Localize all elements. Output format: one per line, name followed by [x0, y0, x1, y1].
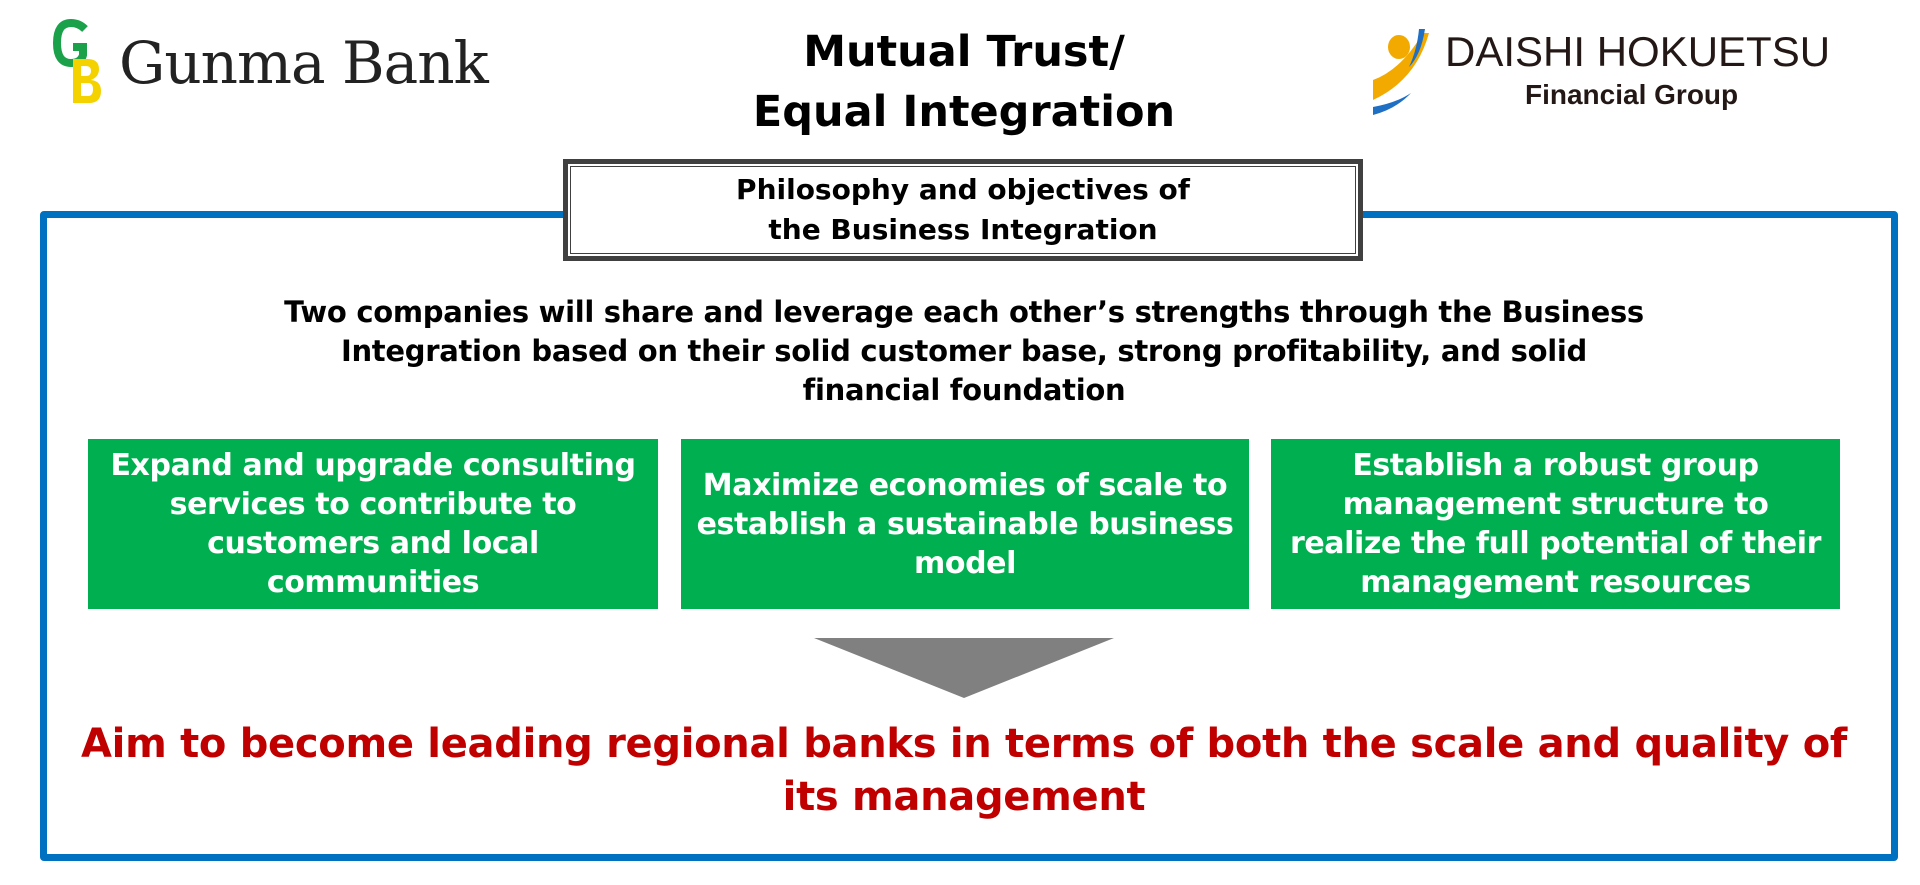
daishi-hokuetsu-logo: DAISHI HOKUETSU Financial Group	[1371, 22, 1891, 118]
title-line-1: Mutual Trust/	[803, 27, 1125, 77]
down-arrow-icon	[814, 638, 1114, 698]
summary-line-3: financial foundation	[802, 373, 1126, 407]
integration-summary: Two companies will share and leverage ea…	[200, 293, 1728, 410]
daishi-hokuetsu-name: DAISHI HOKUETSU	[1445, 28, 1831, 75]
gunma-bank-name: Gunma Bank	[119, 29, 489, 97]
gb-logo-mark-icon	[52, 19, 101, 103]
page-title: Mutual Trust/ Equal Integration	[664, 22, 1264, 142]
title-line-2: Equal Integration	[752, 87, 1176, 137]
philosophy-heading-box: Philosophy and objectives of the Busines…	[563, 159, 1363, 261]
philosophy-heading-line-2: the Business Integration	[768, 213, 1158, 246]
goal-statement: Aim to become leading regional banks in …	[81, 721, 1847, 820]
objective-consulting: Expand and upgrade consulting services t…	[88, 439, 658, 609]
summary-line-2: Integration based on their solid custome…	[340, 334, 1588, 368]
philosophy-heading-line-1: Philosophy and objectives of	[736, 173, 1190, 206]
daishi-hokuetsu-subtitle: Financial Group	[1525, 79, 1739, 110]
philosophy-heading: Philosophy and objectives of the Busines…	[736, 170, 1190, 250]
objective-group-management: Establish a robust group management stru…	[1271, 439, 1840, 609]
daishi-logo-mark-icon	[1373, 29, 1429, 115]
objective-economies-of-scale: Maximize economies of scale to establish…	[681, 439, 1249, 609]
gunma-bank-logo: Gunma Bank	[51, 18, 551, 108]
summary-line-1: Two companies will share and leverage ea…	[284, 295, 1644, 329]
